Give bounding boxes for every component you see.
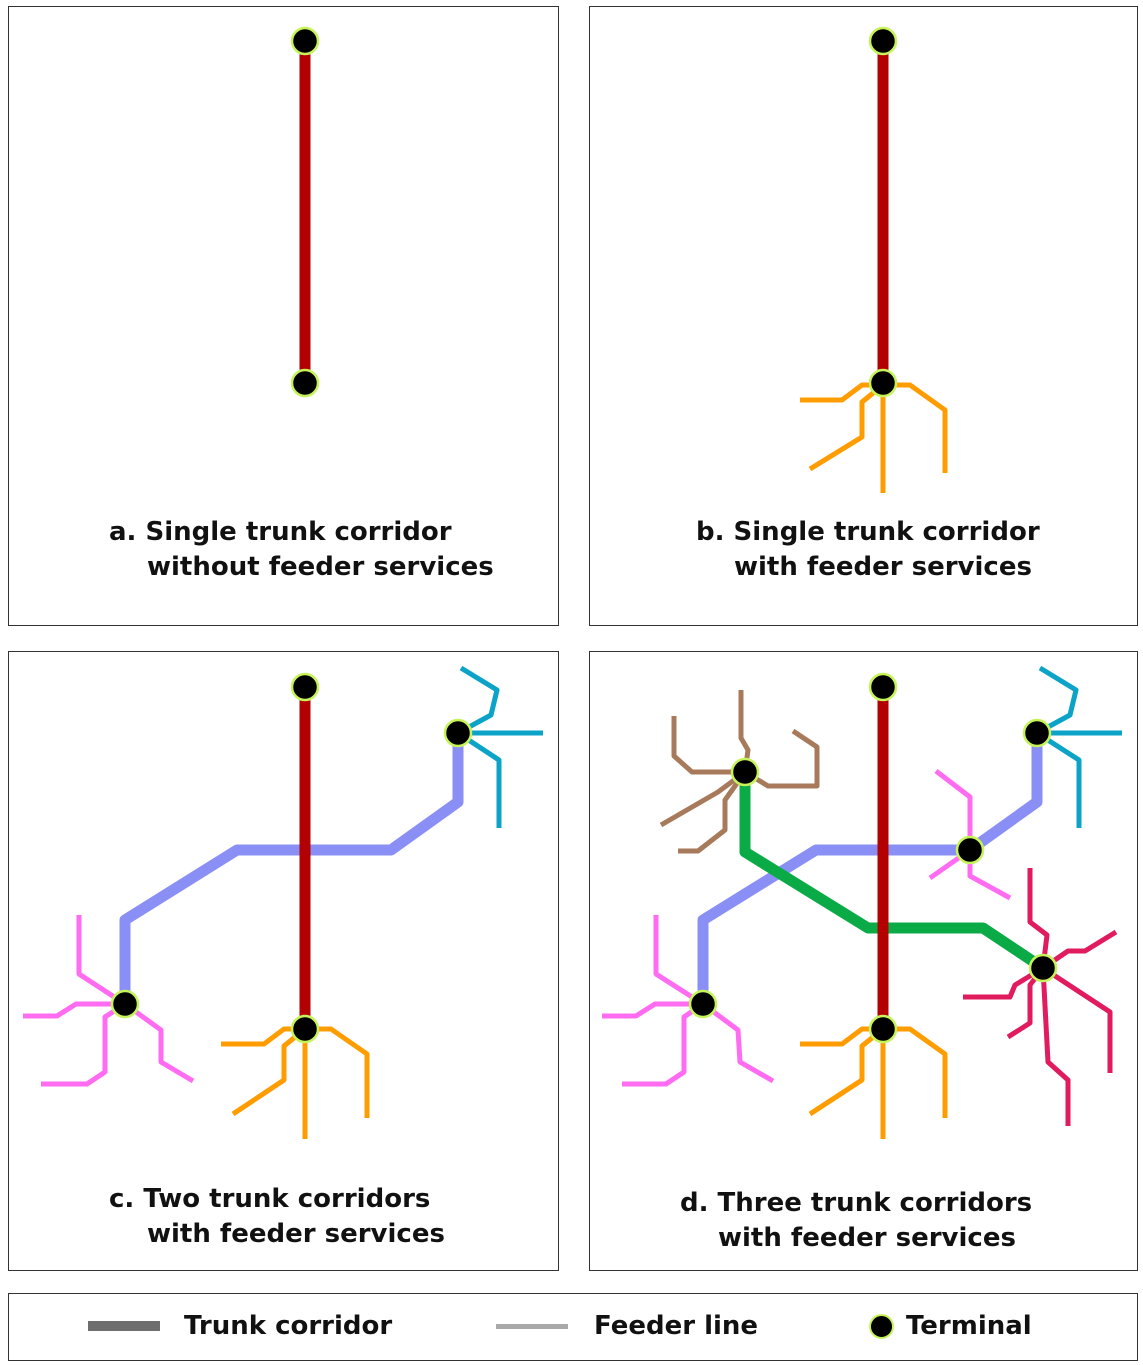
feeder-line bbox=[23, 1001, 125, 1019]
panel-c: c. Two trunk corridors with feeder servi… bbox=[8, 651, 559, 1271]
feeder-line bbox=[653, 915, 705, 1007]
terminal bbox=[290, 368, 320, 398]
feeder-lines-teal bbox=[1035, 665, 1122, 828]
feeder-line bbox=[602, 1001, 703, 1019]
terminal bbox=[290, 26, 320, 56]
feeder-line bbox=[743, 728, 820, 789]
terminal bbox=[868, 26, 898, 56]
legend-item-trunk: Trunk corridor bbox=[88, 1308, 392, 1344]
feeder-line bbox=[1041, 929, 1118, 971]
feeder-line bbox=[883, 1026, 948, 1118]
caption-line2: with feeder services bbox=[718, 1223, 1016, 1253]
legend-item-feeder: Feeder line bbox=[496, 1308, 758, 1344]
caption-line1: b. Single trunk corridor bbox=[696, 517, 1040, 547]
caption-line1: a. Single trunk corridor bbox=[109, 517, 452, 547]
feeder-lines-orange bbox=[221, 1026, 370, 1139]
feeder-line bbox=[808, 383, 885, 472]
terminal bbox=[868, 1014, 898, 1044]
feeder-line bbox=[123, 1001, 195, 1084]
caption-b: b. Single trunk corridor with feeder ser… bbox=[696, 515, 1040, 585]
feeder-line bbox=[1035, 730, 1082, 828]
feeder-line bbox=[1041, 965, 1113, 1073]
caption-line2: with feeder services bbox=[734, 552, 1032, 582]
feeder-line bbox=[456, 665, 500, 736]
diagram-b bbox=[800, 26, 948, 493]
terminal bbox=[443, 718, 473, 748]
terminal bbox=[1028, 953, 1058, 983]
feeder-line bbox=[701, 1001, 775, 1084]
caption-c: c. Two trunk corridors with feeder servi… bbox=[109, 1182, 445, 1252]
feeder-line bbox=[456, 730, 502, 828]
feeder-line bbox=[678, 770, 748, 854]
feeder-line bbox=[1027, 868, 1050, 969]
feeder-line bbox=[305, 1026, 370, 1118]
feeder-line bbox=[622, 1001, 705, 1087]
feeder-lines-orange bbox=[800, 382, 948, 493]
feeder-line bbox=[934, 769, 973, 850]
terminal bbox=[688, 989, 718, 1019]
legend: Trunk corridor Feeder line Terminal bbox=[8, 1293, 1138, 1361]
feeder-line bbox=[1040, 967, 1071, 1126]
terminal bbox=[868, 672, 898, 702]
feeder-lines-pink bbox=[23, 915, 195, 1087]
diagram-a bbox=[290, 26, 320, 398]
caption-line1: d. Three trunk corridors bbox=[680, 1188, 1033, 1218]
legend-item-terminal: Terminal bbox=[869, 1308, 1032, 1344]
caption-a: a. Single trunk corridor without feeder … bbox=[109, 515, 494, 585]
terminal bbox=[290, 1014, 320, 1044]
diagram-d bbox=[602, 665, 1122, 1139]
legend-label-feeder: Feeder line bbox=[594, 1311, 759, 1341]
trunk-corridor-blue bbox=[697, 733, 1043, 1004]
panel-b: b. Single trunk corridor with feeder ser… bbox=[589, 6, 1138, 626]
trunk-corridor-swatch bbox=[88, 1321, 160, 1331]
feeder-line bbox=[659, 769, 747, 828]
feeder-line-swatch bbox=[496, 1323, 568, 1329]
legend-label-trunk: Trunk corridor bbox=[184, 1311, 393, 1341]
feeder-line bbox=[671, 716, 745, 775]
terminal bbox=[110, 989, 140, 1019]
panel-d: d. Three trunk corridors with feeder ser… bbox=[589, 651, 1138, 1271]
terminal bbox=[730, 757, 760, 787]
feeder-lines-orange bbox=[800, 1026, 948, 1139]
panel-a: a. Single trunk corridor without feeder … bbox=[8, 6, 559, 626]
caption-line1: c. Two trunk corridors bbox=[109, 1184, 431, 1214]
legend-label-terminal: Terminal bbox=[906, 1311, 1032, 1341]
feeder-lines-teal bbox=[456, 665, 543, 828]
feeder-line bbox=[41, 1001, 127, 1087]
terminal bbox=[1022, 718, 1052, 748]
diagram-c bbox=[23, 665, 543, 1139]
feeder-line bbox=[1035, 665, 1079, 736]
feeder-lines-pink bbox=[602, 915, 775, 1087]
terminal bbox=[868, 368, 898, 398]
caption-d: d. Three trunk corridors with feeder ser… bbox=[680, 1186, 1032, 1256]
feeder-lines-crimson bbox=[963, 868, 1118, 1126]
feeder-line bbox=[963, 965, 1045, 1000]
feeder-line bbox=[76, 915, 127, 1007]
terminal bbox=[955, 835, 985, 865]
trunk-corridor-blue bbox=[119, 733, 464, 1004]
terminal bbox=[290, 672, 320, 702]
caption-line2: with feeder services bbox=[147, 1219, 445, 1249]
trunk-corridor-green bbox=[739, 772, 1047, 973]
feeder-line bbox=[883, 382, 948, 473]
caption-line2: without feeder services bbox=[147, 552, 494, 582]
terminal-icon bbox=[869, 1313, 894, 1339]
